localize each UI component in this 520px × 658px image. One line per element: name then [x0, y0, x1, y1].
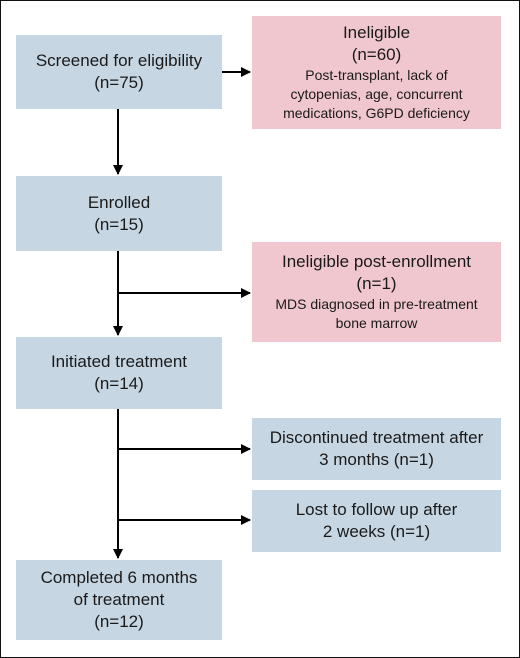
node-screened: Screened for eligibility (n=75): [16, 35, 222, 109]
node-screened-title: Screened for eligibility: [35, 51, 203, 70]
node-initiated-count: (n=14): [94, 374, 144, 393]
node-ineligible: Ineligible (n=60) Post-transplant, lack …: [252, 16, 501, 129]
node-ineligible-post-count: (n=1): [356, 274, 397, 293]
node-discontinued-line-1: Discontinued treatment after: [269, 428, 484, 447]
node-screened-count: (n=75): [94, 73, 144, 92]
node-completed: Completed 6 months of treatment (n=12): [16, 560, 222, 640]
node-ineligible-detail-1: Post-transplant, lack of: [305, 67, 448, 83]
node-discontinued-line-2: 3 months (n=1): [319, 450, 434, 469]
node-ineligible-post-detail-2: bone marrow: [335, 315, 418, 331]
node-initiated-title: Initiated treatment: [50, 352, 188, 371]
node-lost-line-1: Lost to follow up after: [295, 500, 458, 519]
node-completed-line-1: Completed 6 months: [40, 568, 198, 587]
node-ineligible-detail-3: medications, G6PD deficiency: [283, 105, 470, 121]
node-completed-count: (n=12): [94, 612, 144, 631]
node-lost: Lost to follow up after 2 weeks (n=1): [252, 490, 501, 552]
node-enrolled-count: (n=15): [94, 214, 144, 234]
node-ineligible-count: (n=60): [351, 45, 402, 64]
node-enrolled-title: Enrolled: [87, 192, 151, 212]
node-ineligible-post-title: Ineligible post-enrollment: [282, 252, 471, 271]
node-ineligible-title: Ineligible: [342, 23, 411, 42]
node-ineligible-post: Ineligible post-enrollment (n=1) MDS dia…: [252, 242, 501, 342]
node-ineligible-post-detail-1: MDS diagnosed in pre-treatment: [275, 296, 478, 312]
node-lost-line-2: 2 weeks (n=1): [322, 522, 431, 541]
node-discontinued: Discontinued treatment after 3 months (n…: [252, 418, 501, 480]
node-completed-line-2: of treatment: [73, 590, 165, 609]
node-initiated: Initiated treatment (n=14): [16, 337, 222, 409]
node-enrolled: Enrolled (n=15): [16, 176, 222, 251]
node-ineligible-detail-2: cytopenias, age, concurrent: [290, 86, 463, 102]
